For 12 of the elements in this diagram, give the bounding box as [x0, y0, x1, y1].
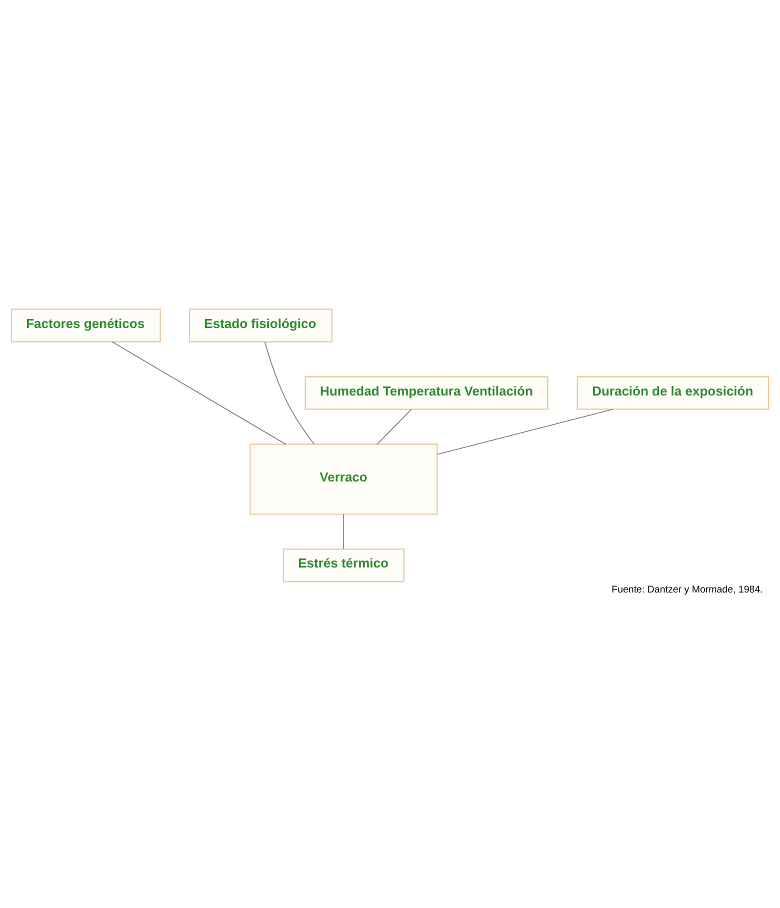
- connector: [376, 408, 412, 444]
- connector: [112, 341, 286, 445]
- connector: [436, 408, 613, 455]
- node-box: Duración de la exposición: [576, 376, 770, 410]
- connector: [343, 514, 344, 550]
- node-box: Humedad Temperatura Ventilación: [304, 376, 548, 410]
- node-box: Estado fisiológico: [188, 308, 332, 342]
- node-box: Factores genéticos: [10, 308, 161, 342]
- connector: [264, 342, 314, 444]
- node-box: Estrés térmico: [282, 548, 404, 582]
- caption: Fuente: Dantzer y Mormade, 1984.: [612, 584, 763, 596]
- node-box: Verraco: [250, 444, 438, 515]
